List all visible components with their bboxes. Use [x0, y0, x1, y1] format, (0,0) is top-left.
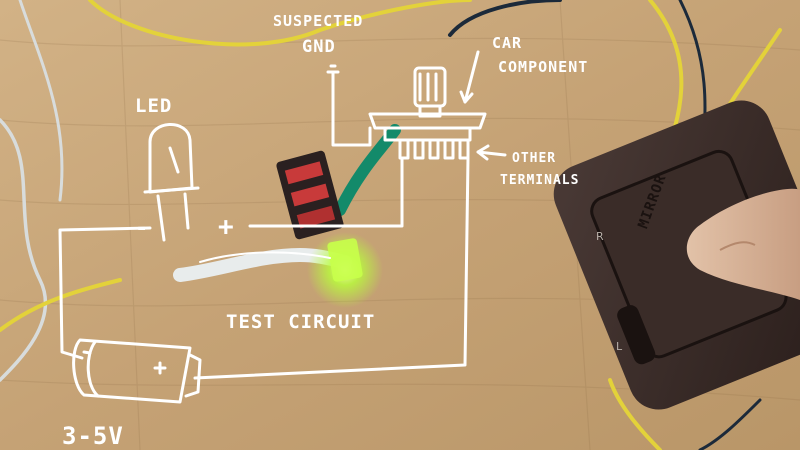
other-terminals-arrow [476, 144, 507, 161]
suspected-gnd-label-line2: GND [302, 37, 336, 57]
minus-sign: - [135, 216, 149, 241]
glowing-led [327, 238, 363, 282]
led-label: LED [135, 95, 172, 117]
test-circuit-label: TEST CIRCUIT [226, 311, 375, 333]
car-component-label-line2: COMPONENT [498, 58, 588, 76]
green-wire [334, 124, 401, 216]
sketch-overlay [58, 50, 507, 404]
red-connector [276, 150, 344, 240]
car-component-sketch [368, 66, 487, 160]
battery-icon [72, 338, 202, 404]
voltage-label: 3-5V [62, 422, 124, 450]
fingernail [719, 241, 756, 251]
other-terminals-label-line2: TERMINALS [500, 173, 579, 188]
other-terminals-label-line1: OTHER [512, 151, 556, 166]
battery-positive-wire [193, 156, 470, 380]
car-component-label-line1: CAR [492, 34, 522, 52]
finger [686, 188, 800, 300]
car-component-arrow [459, 50, 480, 104]
switch-r-label: R [596, 230, 604, 243]
plus-sign: + [218, 212, 235, 242]
suspected-gnd-label-line1: SUSPECTED [273, 12, 363, 30]
switch-l-label: L [616, 340, 623, 353]
led-icon [143, 123, 200, 242]
ground-symbol-icon [326, 64, 372, 147]
led-negative-wire [58, 226, 152, 360]
led-positive-wire [248, 156, 404, 228]
sketch-labels: SUSPECTED GND CAR COMPONENT LED OTHER TE… [62, 12, 588, 450]
